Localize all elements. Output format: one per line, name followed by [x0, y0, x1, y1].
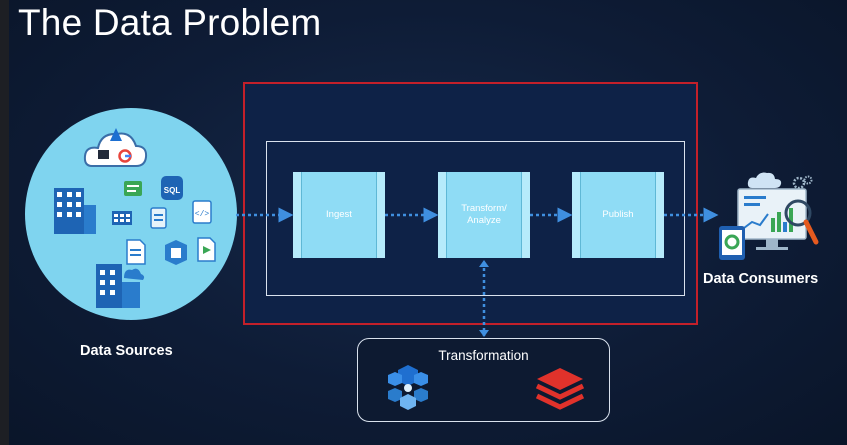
magnifier-icon — [784, 199, 819, 245]
transformation-title: Transformation — [438, 348, 529, 363]
spreadsheet-icon — [112, 211, 132, 225]
data-consumers-label: Data Consumers — [703, 271, 819, 287]
file-icon — [150, 207, 167, 229]
stage-transform-analyze: Transform/ Analyze — [438, 172, 530, 258]
cloud-icon — [747, 172, 782, 188]
stage-label: Transform/ Analyze — [461, 203, 507, 226]
data-file-icon — [124, 181, 142, 196]
data-sources-label: Data Sources — [80, 343, 173, 359]
svg-text:</>: </> — [195, 210, 210, 219]
storage-icon — [165, 240, 187, 265]
building-icon — [54, 188, 96, 234]
stage-publish: Publish — [572, 172, 664, 258]
aws-icon — [98, 150, 109, 159]
media-file-icon — [197, 237, 216, 262]
stage-ingest: Ingest — [293, 172, 385, 258]
window-edge — [0, 0, 9, 445]
stage-label: Ingest — [326, 209, 352, 220]
code-file-icon: </> — [192, 200, 212, 224]
stage-label: Publish — [602, 209, 634, 220]
gear-icon — [792, 175, 813, 190]
azure-icon — [110, 128, 122, 141]
slide-title: The Data Problem — [18, 2, 322, 43]
tablet-icon — [719, 226, 745, 260]
databricks-icon — [535, 368, 585, 410]
pipeline-inner-frame — [266, 141, 685, 296]
buildings-icon — [96, 264, 145, 308]
document-icon — [126, 239, 146, 265]
sql-database-icon: SQL — [161, 176, 183, 200]
synapse-icon — [388, 365, 428, 410]
svg-text:SQL: SQL — [164, 186, 181, 195]
cloud-providers-icon — [83, 128, 148, 167]
dashboard-monitor-icon — [737, 188, 807, 250]
